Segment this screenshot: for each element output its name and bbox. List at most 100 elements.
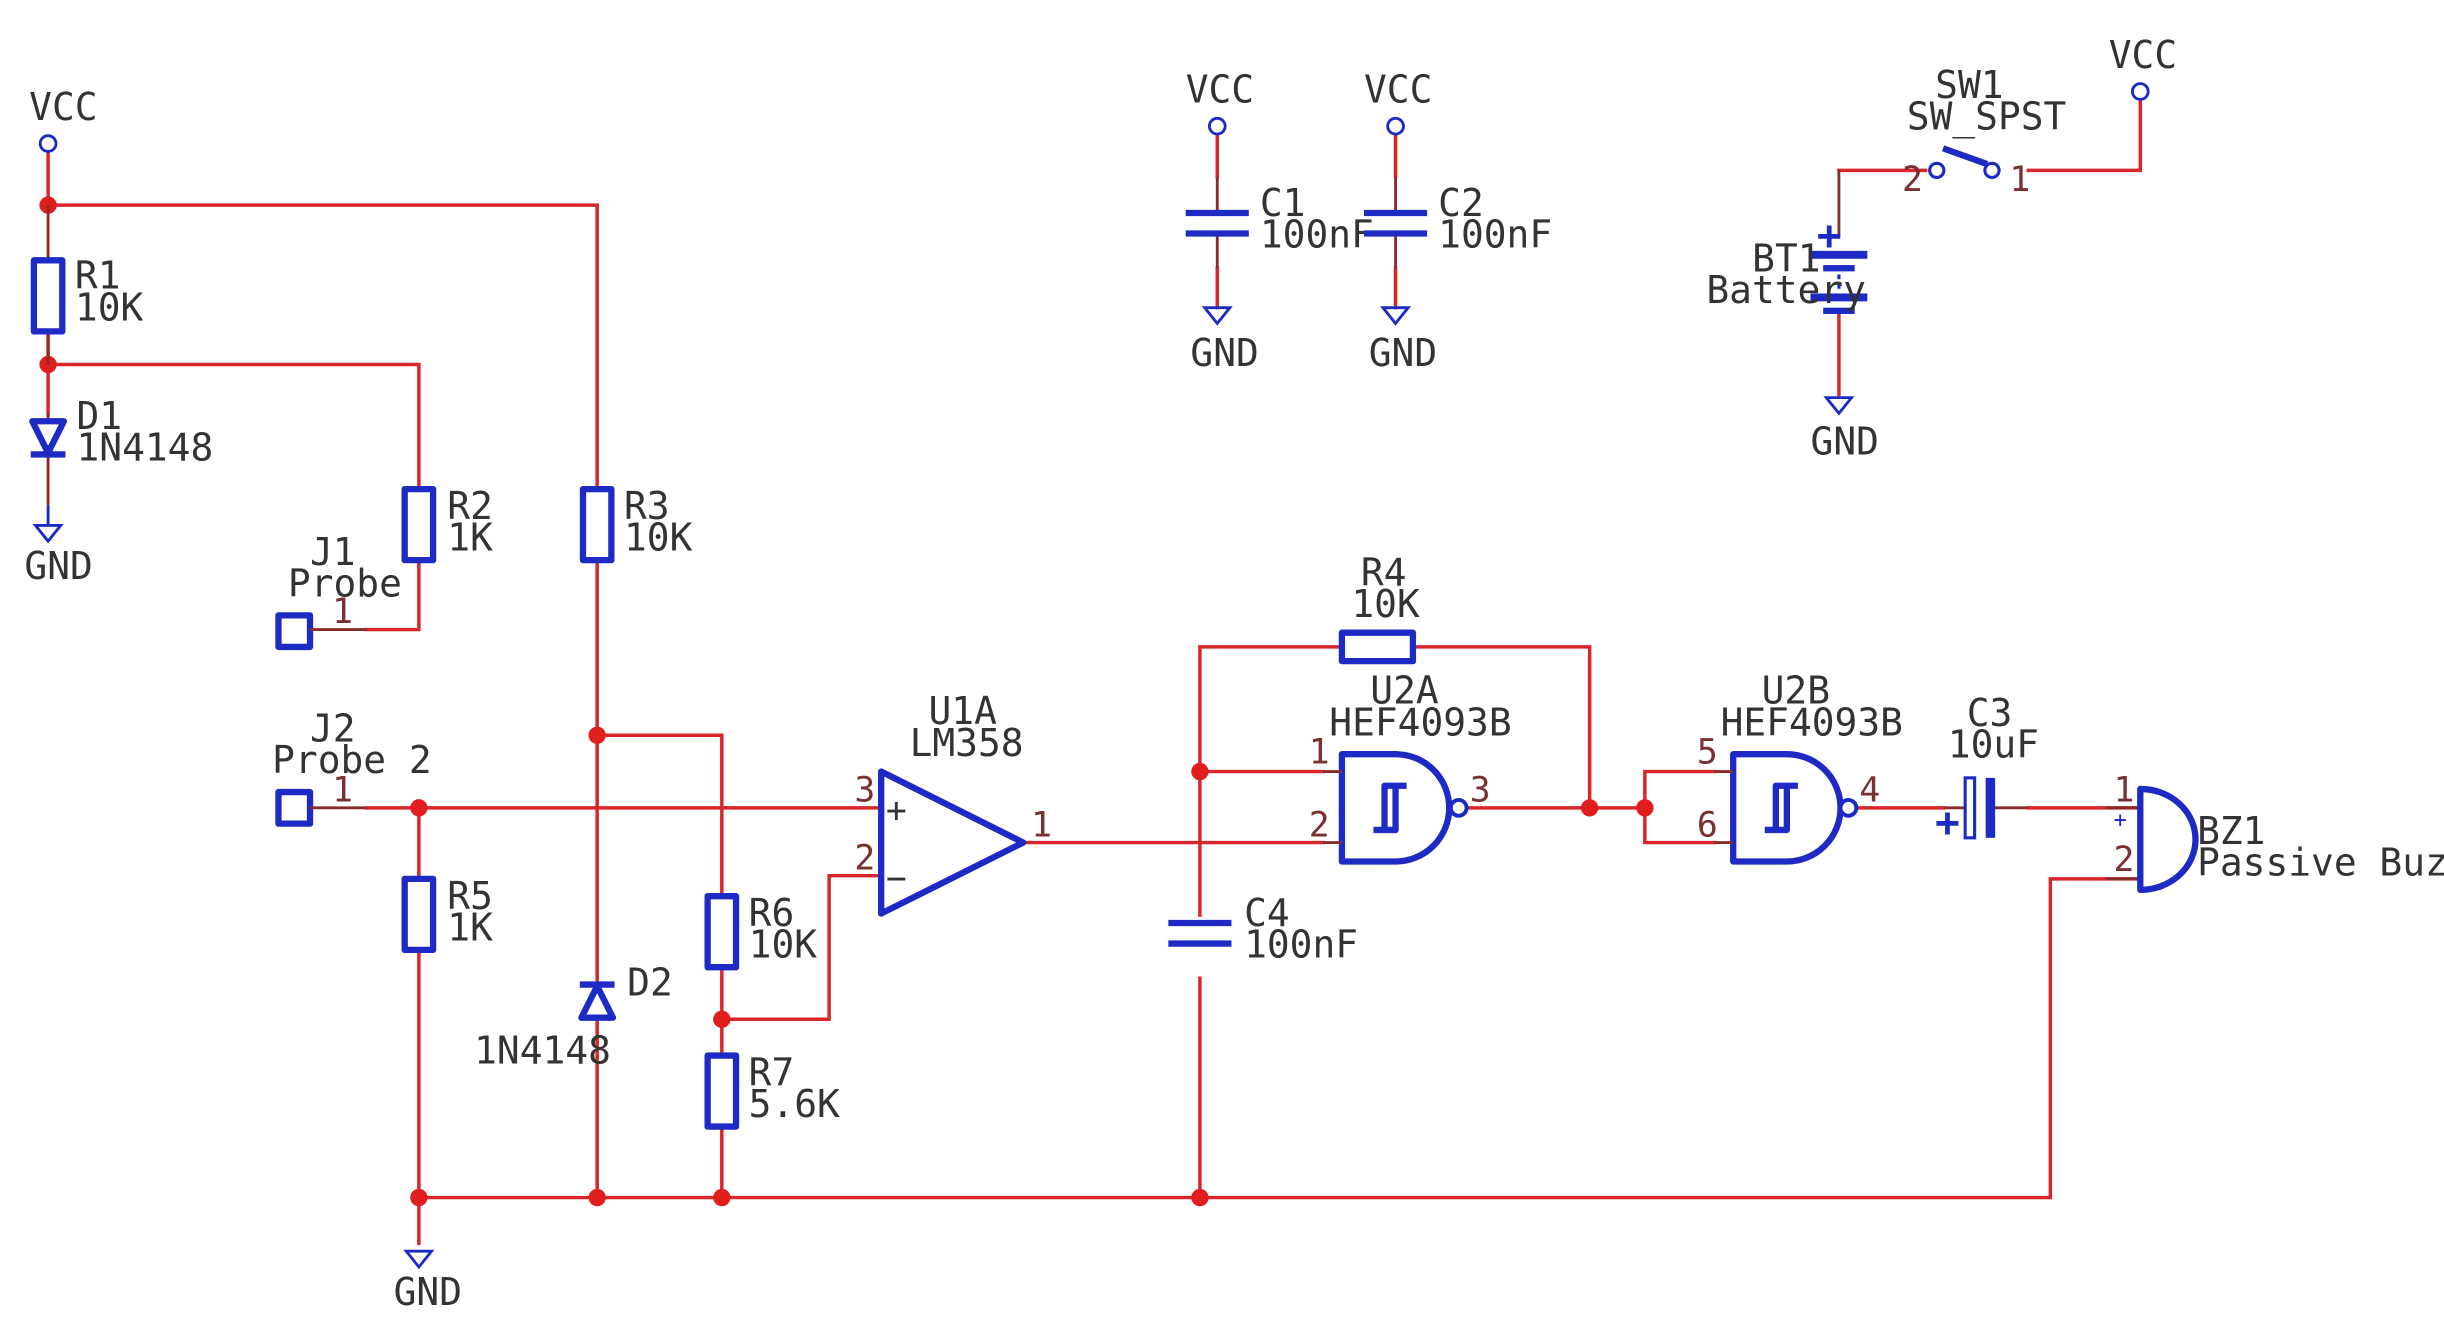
sw1-value: SW_SPST (1907, 94, 2067, 139)
c2-ref: C2 (1438, 181, 1484, 225)
u2a-pin-3: 3 (1470, 771, 1491, 811)
junction-dot (588, 1188, 606, 1207)
junction-dot (588, 726, 606, 744)
r6-value: 10K (749, 923, 818, 967)
connector-j2: J2 Probe 2 1 (272, 707, 432, 827)
r1-ref: R1 (75, 254, 121, 298)
vcc-label: VCC (1186, 68, 1254, 112)
junction-dot (410, 799, 428, 817)
u2b-ref: U2B (1762, 669, 1830, 713)
r3-ref: R3 (624, 484, 670, 528)
d1-ref: D1 (76, 394, 122, 438)
capacitor-c4: C4 100nF (1168, 891, 1358, 967)
wire-r3-r6 (595, 733, 724, 898)
wire-gnd-bus (417, 877, 2143, 1200)
r7-value: 5.6K (749, 1082, 840, 1126)
u2a-ref: U2A (1370, 669, 1439, 713)
gnd-label: GND (1190, 331, 1258, 375)
resistor-r3: R3 10K (579, 484, 693, 564)
j1-value: Probe (288, 561, 402, 605)
buzzer-bz1: 1 2 + BZ1 Passive Buzzer (2105, 771, 2444, 894)
u1a-pin-1: 1 (1031, 805, 1052, 845)
vcc-label: VCC (1364, 68, 1432, 112)
vcc-symbol-c1: VCC (1186, 68, 1254, 136)
u2a-pin-2: 2 (1309, 805, 1330, 845)
resistor-r7: R7 5.6K (704, 1051, 840, 1130)
r4-value: 10K (1351, 582, 1420, 626)
r7-ref: R7 (749, 1051, 795, 1095)
r6-ref: R6 (749, 891, 795, 935)
wire-r2-j1 (365, 558, 421, 632)
sw1-ref: SW1 (1935, 63, 2003, 107)
d1-value: 1N4148 (76, 426, 213, 470)
u2b-value: HEF4093B (1721, 700, 1903, 744)
gnd-label: GND (24, 544, 92, 588)
diode-d2: D2 1N4148 (474, 961, 673, 1073)
u2b-pin-5: 5 (1697, 733, 1718, 773)
u2a-value: HEF4093B (1329, 700, 1511, 744)
vcc-symbol-left: VCC (29, 85, 98, 153)
u1a-ref: U1A (929, 689, 998, 733)
resistor-r4: R4 10K (1338, 550, 1420, 665)
c3-plus-sign: + (1935, 798, 1960, 846)
j1-ref: J1 (310, 530, 356, 574)
gnd-symbol-c2: GND (1369, 306, 1437, 375)
c3-value: 10uF (1948, 722, 2039, 766)
c3-ref: C3 (1967, 691, 2013, 735)
u1a-pin-3: 3 (854, 771, 875, 811)
gnd-symbol-main: GND (394, 1249, 462, 1314)
junction-dot (1191, 762, 1209, 781)
c1-ref: C1 (1260, 181, 1306, 225)
u1a-minus-sign: − (886, 859, 907, 899)
wires (46, 100, 2143, 1246)
battery-bt1: + BT1 Battery (1706, 170, 1868, 314)
u2b-pin-4: 4 (1859, 771, 1880, 811)
opamp-u1a: U1A LM358 + − 3 2 1 (854, 689, 1052, 917)
gnd-label: GND (394, 1270, 462, 1314)
u1a-plus-sign: + (886, 791, 907, 831)
junction-dot (1191, 1188, 1209, 1207)
gnd-symbol-d1: GND (24, 504, 93, 588)
u1a-pin-2: 2 (854, 838, 875, 878)
wire-vcc-top (46, 151, 599, 491)
sw1-pin-2: 2 (1902, 160, 1923, 200)
capacitor-c1: C1 100nF (1185, 176, 1374, 269)
connector-j1: J1 Probe 1 (275, 530, 402, 651)
junction-dot (410, 1188, 428, 1207)
r3-value: 10K (624, 516, 693, 560)
r2-value: 1K (447, 516, 493, 560)
vcc-label: VCC (2109, 33, 2177, 77)
capacitor-c3: C3 10uF + (1935, 691, 2039, 846)
r5-ref: R5 (447, 874, 493, 918)
bz1-ref: BZ1 (2197, 809, 2265, 853)
r1-value: 10K (75, 285, 144, 329)
bz1-plus-sign: + (2113, 808, 2126, 833)
bz1-value: Passive Buzzer (2197, 841, 2444, 885)
resistor-r5: R5 1K (401, 874, 493, 954)
j2-pin: 1 (332, 771, 353, 811)
junction-dot (1636, 799, 1654, 817)
capacitor-c2: C2 100nF (1364, 176, 1552, 269)
vcc-symbol-c2: VCC (1364, 68, 1432, 136)
gnd-symbol-bt1: GND (1811, 396, 1879, 463)
wire-sw1 (1837, 100, 2143, 173)
d2-value: 1N4148 (474, 1028, 611, 1072)
gnd-label: GND (1369, 331, 1437, 375)
resistor-r2: R2 1K (401, 484, 493, 564)
junction-dot (713, 1188, 731, 1207)
u2b-pin-6: 6 (1697, 805, 1718, 845)
c4-ref: C4 (1244, 891, 1290, 935)
c2-value: 100nF (1438, 213, 1552, 257)
bt1-value: Battery (1706, 268, 1866, 312)
j1-pin: 1 (332, 592, 353, 632)
nand-gate-u2b: U2B HEF4093B 5 6 4 (1697, 669, 1903, 865)
switch-sw1: SW1 SW_SPST 2 1 (1902, 63, 2066, 200)
c1-value: 100nF (1260, 213, 1374, 257)
d2-ref: D2 (627, 961, 673, 1005)
bt1-plus-sign: + (1817, 211, 1842, 259)
resistor-r1: R1 10K (30, 205, 144, 365)
resistor-r6: R6 10K (704, 891, 818, 971)
sw1-pin-1: 1 (2009, 160, 2030, 200)
vcc-symbol-sw1: VCC (2109, 33, 2177, 101)
